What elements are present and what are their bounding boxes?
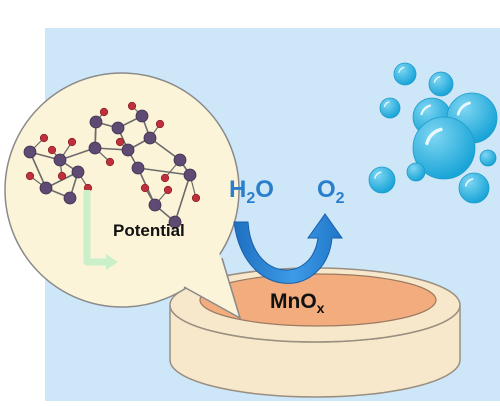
metal-atom — [39, 181, 53, 195]
metal-atom — [168, 215, 182, 229]
disk-top-surface — [199, 273, 437, 327]
oxygen-atom — [67, 137, 77, 147]
metal-atom — [71, 165, 85, 179]
bubble-highlight — [374, 171, 382, 179]
speech-bubble-tail — [182, 240, 240, 318]
bubble-highlight — [456, 101, 471, 116]
bubble-highlight — [420, 104, 432, 116]
oxygen-atom — [191, 193, 201, 203]
water-label-o: O — [255, 176, 274, 203]
oxygen-atom — [160, 173, 170, 183]
metal-atom — [135, 109, 149, 123]
metal-atom — [173, 153, 187, 167]
bond-line — [29, 151, 47, 189]
potential-arrow — [83, 190, 118, 270]
oxygen-atom — [155, 119, 165, 129]
oxygen-label-subscript: 2 — [336, 190, 345, 207]
zoom-speech-bubble — [4, 72, 242, 320]
bubble-highlight — [433, 76, 441, 83]
bubble-highlight — [398, 66, 405, 73]
oxygen-atom — [105, 157, 115, 167]
crystal-structure-icon — [23, 101, 201, 229]
oxygen-atom — [99, 107, 109, 117]
oxygen-atom — [115, 137, 125, 147]
oxygen-atom — [25, 171, 35, 181]
oxygen-atom — [57, 171, 67, 181]
metal-atom — [131, 161, 145, 175]
bubble — [406, 162, 426, 182]
bubble-highlight — [425, 127, 443, 146]
bubble — [428, 71, 454, 97]
bond-line — [174, 174, 191, 223]
catalyst-label-subscript: x — [317, 300, 325, 316]
bond-line — [137, 167, 191, 176]
metal-atom — [63, 191, 77, 205]
oxygen-atom — [47, 145, 57, 155]
oxygen-atom — [127, 101, 137, 111]
oxygen-atom — [140, 183, 150, 193]
bubble — [368, 166, 396, 194]
metal-atom — [23, 145, 37, 159]
catalyst-disk — [169, 267, 461, 398]
water-label-subscript: 2 — [246, 190, 255, 207]
bubble — [379, 97, 401, 119]
bubble-highlight — [383, 101, 390, 108]
water-label-h: H — [229, 176, 246, 203]
oxygen-label-o: O — [317, 176, 336, 203]
catalyst-label: MnOx — [270, 290, 325, 316]
u-arrow-icon — [233, 213, 343, 284]
oxygen-label: O2 — [317, 176, 345, 207]
speech-bubble-body — [4, 72, 240, 308]
bubble — [458, 172, 490, 204]
oxygen-atom — [39, 133, 49, 143]
oxygen-atom — [163, 185, 173, 195]
metal-atom — [89, 115, 103, 129]
metal-atom — [111, 121, 125, 135]
potential-label: Potential — [113, 221, 185, 240]
metal-atom — [148, 198, 162, 212]
bubble — [412, 116, 476, 180]
catalyst-label-main: MnO — [270, 290, 317, 313]
metal-atom — [53, 153, 67, 167]
metal-atom — [121, 143, 135, 157]
metal-atom — [183, 168, 197, 182]
bubble — [393, 62, 417, 86]
metal-atom — [88, 141, 102, 155]
bubbles-icon — [368, 62, 498, 204]
water-label: H2O — [229, 176, 274, 207]
metal-atom — [143, 131, 157, 145]
bubble — [479, 149, 497, 167]
bubble-highlight — [464, 178, 474, 187]
